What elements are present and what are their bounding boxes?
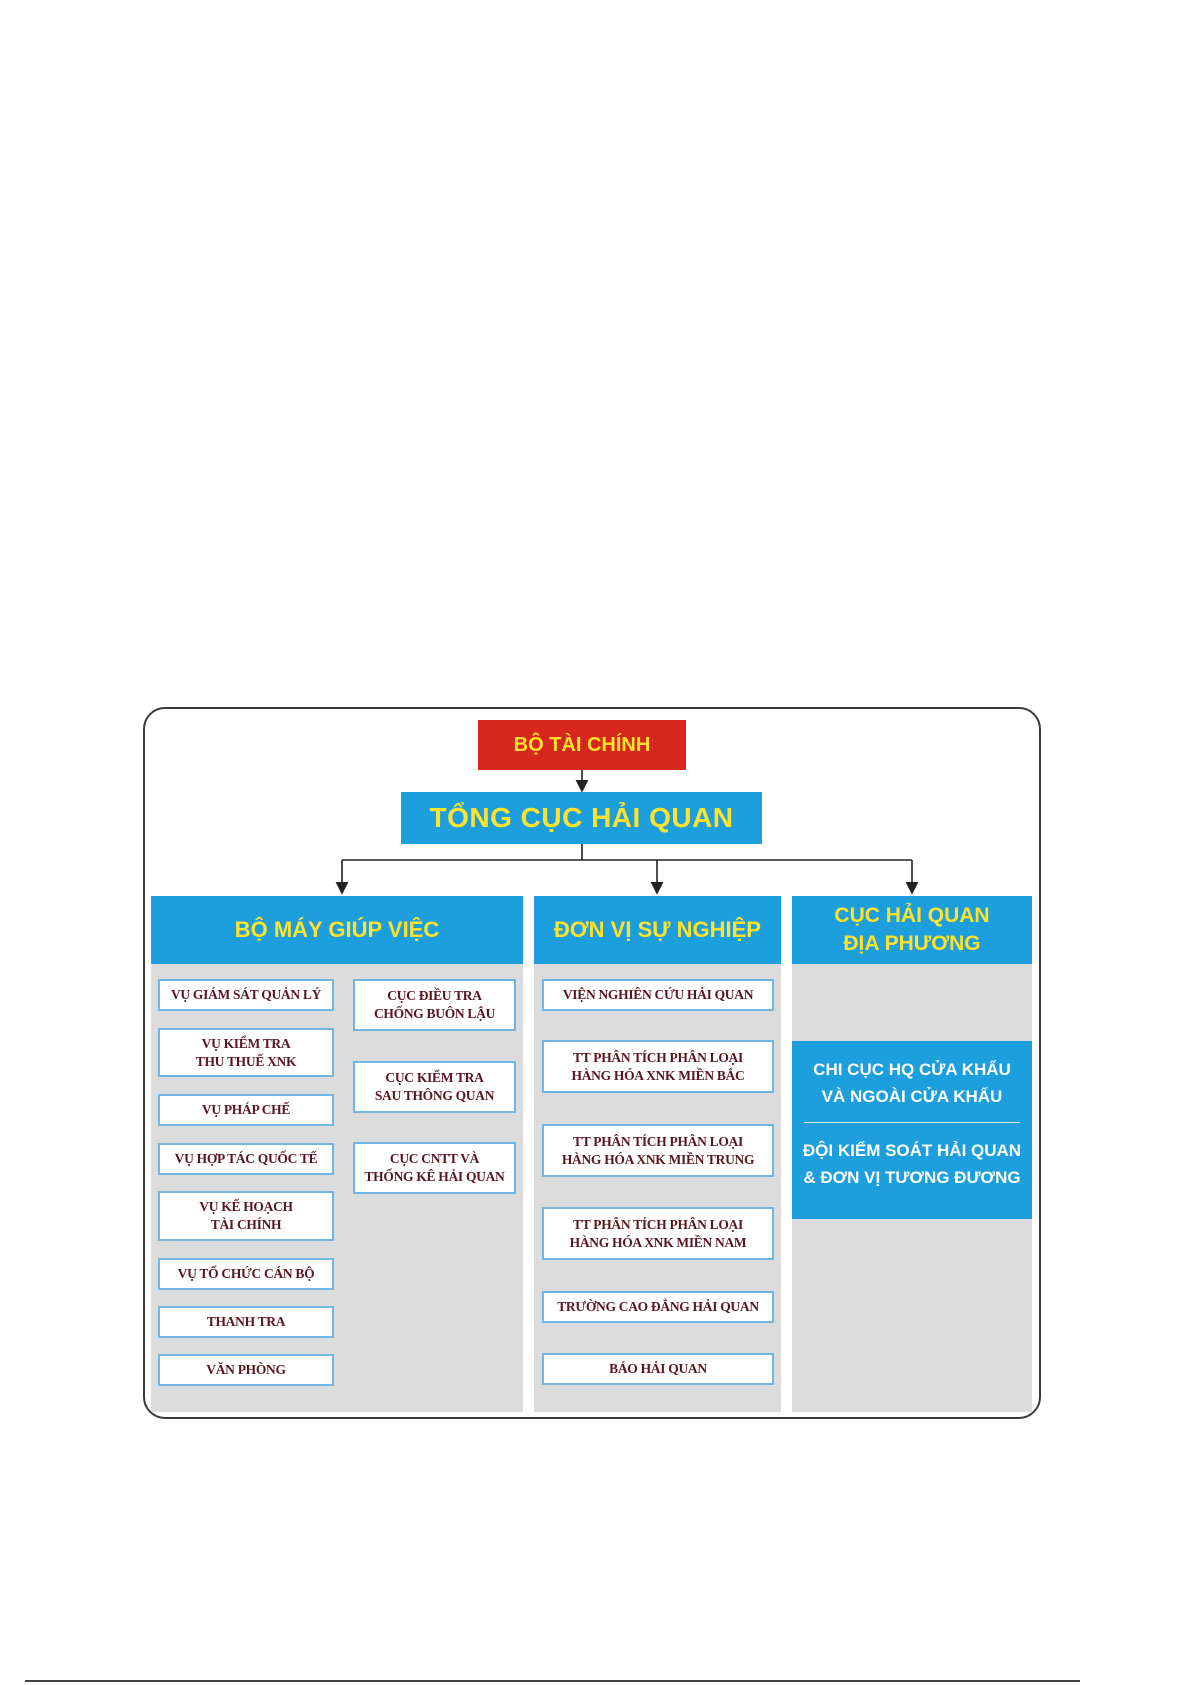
local-customs-box: CHI CỤC HQ CỬA KHẨU VÀ NGOÀI CỬA KHẨU ĐỘ… [792, 1041, 1032, 1219]
page-bottom-rule [25, 1680, 1080, 1682]
local-item-1: ĐỘI KIỂM SOÁT HẢI QUAN & ĐƠN VỊ TƯƠNG ĐƯ… [802, 1141, 1022, 1188]
unit-middle-5: BÁO HẢI QUAN [542, 1353, 774, 1385]
local-item-0: CHI CỤC HQ CỬA KHẨU VÀ NGOÀI CỬA KHẨU [813, 1060, 1011, 1107]
unit-left-2-1: CỤC KIỂM TRA SAU THÔNG QUAN [353, 1061, 516, 1113]
unit-left-2-0: CỤC ĐIỀU TRA CHỐNG BUÔN LẬU [353, 979, 516, 1031]
unit-middle-4: TRƯỜNG CAO ĐẲNG HẢI QUAN [542, 1291, 774, 1323]
unit-left-1-1: VỤ KIỂM TRA THU THUẾ XNK [158, 1028, 334, 1077]
unit-left-1-5: VỤ TỔ CHỨC CÁN BỘ [158, 1258, 334, 1290]
left-column-title: BỘ MÁY GIÚP VIỆC [151, 896, 523, 964]
right-column-title: CỤC HẢI QUAN ĐỊA PHƯƠNG [792, 896, 1032, 964]
unit-left-1-6: THANH TRA [158, 1306, 334, 1338]
unit-middle-3: TT PHÂN TÍCH PHÂN LOẠI HÀNG HÓA XNK MIỀN… [542, 1207, 774, 1260]
unit-left-1-3: VỤ HỢP TÁC QUỐC TẾ [158, 1143, 334, 1175]
unit-left-1-2: VỤ PHÁP CHẾ [158, 1094, 334, 1126]
unit-left-1-0: VỤ GIÁM SÁT QUẢN LÝ [158, 979, 334, 1011]
main-box: TỔNG CỤC HẢI QUAN [401, 792, 762, 844]
middle-column-panel [534, 964, 781, 1412]
unit-left-2-2: CỤC CNTT VÀ THỐNG KÊ HẢI QUAN [353, 1142, 516, 1194]
root-box: BỘ TÀI CHÍNH [478, 720, 686, 770]
middle-column-title: ĐƠN VỊ SỰ NGHIỆP [534, 896, 781, 964]
unit-left-1-7: VĂN PHÒNG [158, 1354, 334, 1386]
local-separator [804, 1122, 1020, 1123]
unit-middle-2: TT PHÂN TÍCH PHÂN LOẠI HÀNG HÓA XNK MIỀN… [542, 1124, 774, 1177]
unit-left-1-4: VỤ KẾ HOẠCH TÀI CHÍNH [158, 1191, 334, 1241]
unit-middle-0: VIỆN NGHIÊN CỨU HẢI QUAN [542, 979, 774, 1011]
unit-middle-1: TT PHÂN TÍCH PHÂN LOẠI HÀNG HÓA XNK MIỀN… [542, 1040, 774, 1093]
